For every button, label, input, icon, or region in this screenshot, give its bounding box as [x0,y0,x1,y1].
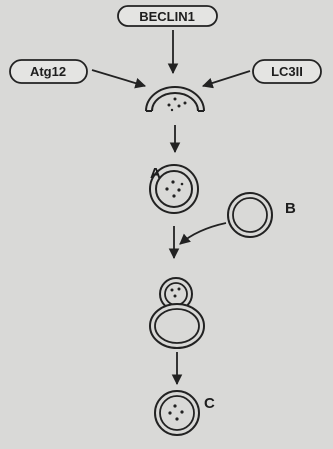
lc3ii-node: LC3II [253,60,321,83]
autolysosome-cargo [168,404,183,420]
autophagosome-cargo [165,180,183,197]
phagophore-cargo [168,98,187,112]
beclin1-label: BECLIN1 [139,9,195,24]
atg12-label: Atg12 [30,64,66,79]
phagophore [146,87,204,111]
arrow-lc3ii-to-phagophore [203,71,250,86]
label-c: C [204,395,215,412]
atg12-node: Atg12 [10,60,87,83]
arrow-atg12-to-phagophore [92,70,145,86]
label-a: A [150,165,161,182]
lc3ii-label: LC3II [271,64,303,79]
lysosome-b [228,193,272,237]
arrow-b-to-fusion [180,223,226,244]
fusion-cargo [171,288,181,298]
fusion-structure [150,278,204,348]
beclin1-node: BECLIN1 [118,6,217,26]
label-b: B [285,200,296,217]
autolysosome-c [155,391,199,435]
